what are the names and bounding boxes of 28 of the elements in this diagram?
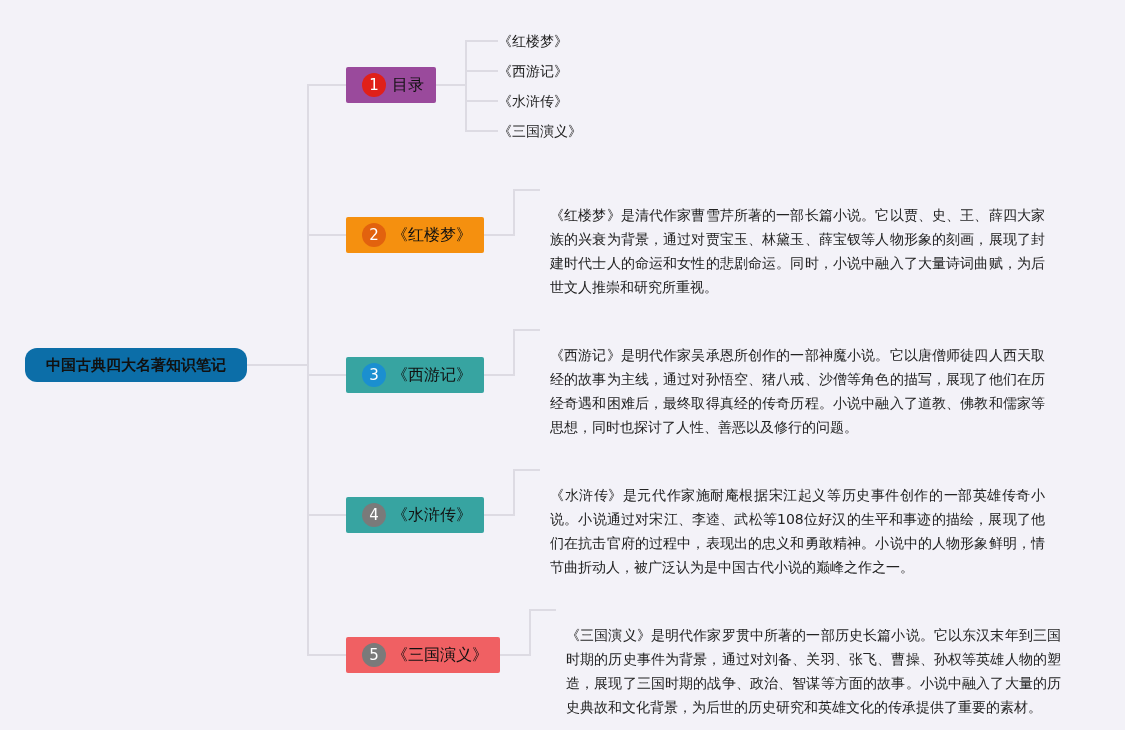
branch-box	[346, 637, 500, 673]
branch-label: 《三国演义》	[392, 644, 488, 666]
connector-line	[499, 609, 557, 656]
branch-box	[346, 217, 484, 253]
note-text: 《西游记》是明代作家吴承恩所创作的一部神魔小说。它以唐僧师徒四人西天取经的故事为主线，通过对孙悟空、猪八戒、沙僧等角色的描写，展现了他们在历经奇遇和困难后，最终取得真经的传奇历程。小说中融入了道教、佛教和儒家等思想，同时也探讨了人性、善恶以及修行的问题。	[540, 330, 1045, 439]
note-text: 《红楼梦》是清代作家曹雪芹所著的一部长篇小说。它以贾、史、王、薛四大家族的兴衰为背景，通过对贾宝玉、林黛玉、薛宝钗等人物形象的刻画，展现了封建时代士人的命运和女性的悲剧命运。同时，小说中融入了大量诗词曲赋，为后世文人推崇和研究所重视。	[540, 190, 1045, 299]
number-badge: 4	[362, 503, 386, 527]
branch-label: 《水浒传》	[392, 504, 472, 526]
branch-box	[346, 357, 484, 393]
number-badge: 5	[362, 643, 386, 667]
number-badge: 3	[362, 363, 386, 387]
list-item-text: 《红楼梦》	[498, 31, 588, 51]
list-item-text: 《三国演义》	[498, 121, 598, 141]
note-text: 《三国演义》是明代作家罗贯中所著的一部历史长篇小说。它以东汉末年到三国时期的历史事件为背景，通过对刘备、关羽、张飞、曹操、孙权等英雄人物的塑造，展现了三国时期的战争、政治、智谋等方面的故事。小说中融入了大量的历史典故和文化背景，为后世的历史研究和英雄文化的传承提供了重要的素材。	[556, 610, 1061, 719]
number-badge: 2	[362, 223, 386, 247]
branch-box	[346, 497, 484, 533]
branch-label: 《西游记》	[392, 364, 472, 386]
branch-label: 目录	[392, 74, 424, 96]
connector-line	[483, 469, 541, 516]
branch-label: 《红楼梦》	[392, 224, 472, 246]
note-text: 《水浒传》是元代作家施耐庵根据宋江起义等历史事件创作的一部英雄传奇小说。小说通过对宋江、李逵、武松等108位好汉的生平和事迹的描绘，展现了他们在抗击官府的过程中，表现出的忠义和勇敢精神。小说中的人物形象鲜明，情节曲折动人，被广泛认为是中国古代小说的巅峰之作之一。	[540, 470, 1045, 579]
connector-line	[483, 329, 541, 376]
list-item-text: 《水浒传》	[498, 91, 588, 111]
branch-box	[346, 67, 436, 103]
connector-line	[483, 189, 541, 236]
list-item-text: 《西游记》	[498, 61, 588, 81]
central-topic-box: 中国古典四大名著知识笔记	[25, 348, 247, 382]
number-badge: 1	[362, 73, 386, 97]
